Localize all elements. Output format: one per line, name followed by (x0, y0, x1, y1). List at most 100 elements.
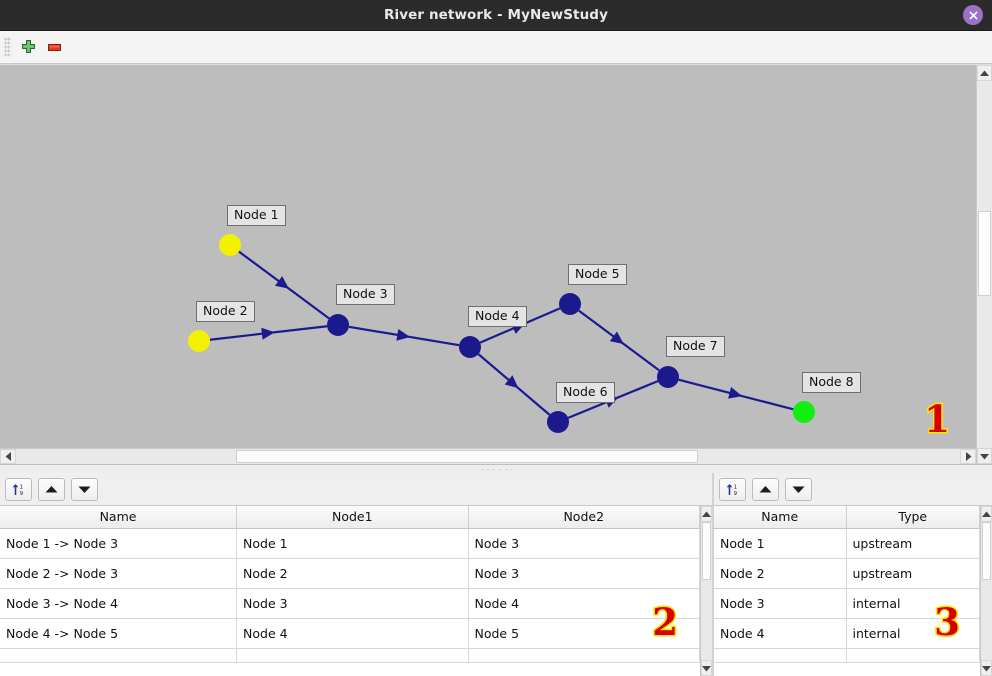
column-header[interactable]: Type (846, 506, 980, 529)
vertical-splitter[interactable] (712, 473, 714, 676)
graph-node[interactable] (547, 411, 569, 433)
scroll-down-arrow-icon[interactable] (977, 448, 992, 464)
graph-vertical-scrollbar[interactable] (976, 65, 992, 464)
table-cell-empty (236, 648, 469, 663)
graph-edge-arrow-icon (609, 331, 624, 345)
reaches-vscroll-thumb[interactable] (702, 522, 711, 580)
table-cell[interactable]: Node 1 (714, 528, 847, 559)
move-up-button[interactable] (752, 477, 779, 501)
svg-text:1: 1 (20, 484, 23, 490)
column-header[interactable]: Node2 (468, 506, 700, 529)
scroll-up-arrow-icon[interactable] (977, 65, 992, 81)
nodes-vscroll-thumb[interactable] (982, 522, 991, 580)
column-header[interactable]: Name (714, 506, 847, 529)
table-cell[interactable]: Node 4 (236, 618, 469, 649)
reaches-vertical-scrollbar[interactable] (700, 506, 712, 676)
graph-node-label[interactable]: Node 4 (468, 306, 527, 327)
table-cell[interactable]: Node 4 (714, 618, 847, 649)
window-title: River network - MyNewStudy (384, 7, 608, 23)
table-cell[interactable]: Node 3 -> Node 4 (0, 588, 238, 619)
scroll-up-arrow-icon[interactable] (701, 506, 712, 522)
table-cell[interactable]: Node 2 (714, 558, 847, 589)
graph-node-label[interactable]: Node 6 (556, 382, 615, 403)
graph-vscroll-track[interactable] (977, 81, 992, 448)
network-graph-canvas[interactable]: Node 1 Node 2 Node 3 Node 4 Node 5 Node 6 Node… (0, 65, 976, 448)
table-cell[interactable]: Node 5 (468, 618, 700, 649)
graph-node-label[interactable]: Node 1 (227, 205, 286, 226)
move-up-button[interactable] (38, 477, 65, 501)
table-cell[interactable]: Node 2 -> Node 3 (0, 558, 238, 589)
main-toolbar (0, 31, 992, 64)
graph-horizontal-scrollbar[interactable] (0, 448, 976, 464)
graph-node-label[interactable]: Node 3 (336, 284, 395, 305)
graph-node[interactable] (559, 293, 581, 315)
table-cell[interactable]: Node 3 (468, 558, 700, 589)
table-row-empty (0, 648, 700, 663)
graph-node-label[interactable]: Node 7 (666, 336, 725, 357)
horizontal-splitter[interactable] (0, 464, 992, 473)
nodes-vscroll-track[interactable] (981, 522, 992, 660)
table-cell[interactable]: internal (846, 588, 980, 619)
graph-hscroll-thumb[interactable] (236, 450, 698, 463)
table-cell[interactable]: internal (846, 618, 980, 649)
graph-node[interactable] (793, 401, 815, 423)
scroll-left-arrow-icon[interactable] (0, 449, 16, 464)
nodes-vertical-scrollbar[interactable] (980, 506, 992, 676)
table-cell[interactable]: Node 3 (468, 528, 700, 559)
table-cell[interactable]: Node 2 (236, 558, 469, 589)
close-icon[interactable] (963, 5, 983, 25)
scroll-up-arrow-icon[interactable] (981, 506, 992, 522)
table-cell[interactable]: Node 1 (236, 528, 469, 559)
table-cell-empty (0, 648, 238, 663)
add-node-button[interactable] (15, 34, 41, 60)
graph-node-label[interactable]: Node 2 (196, 301, 255, 322)
graph-hscroll-track[interactable] (16, 449, 960, 464)
graph-vscroll-thumb[interactable] (978, 211, 991, 296)
table-cell[interactable]: Node 3 (236, 588, 469, 619)
scroll-down-arrow-icon[interactable] (701, 660, 712, 676)
scroll-right-arrow-icon[interactable] (960, 449, 976, 464)
sort-ascending-icon[interactable]: 1 9 (719, 477, 746, 501)
table-cell[interactable]: Node 1 -> Node 3 (0, 528, 238, 559)
table-cell[interactable]: upstream (846, 558, 980, 589)
graph-node[interactable] (327, 314, 349, 336)
move-down-button[interactable] (785, 477, 812, 501)
sort-ascending-icon[interactable]: 1 9 (5, 477, 32, 501)
graph-nodes (188, 234, 815, 433)
graph-node[interactable] (219, 234, 241, 256)
table-cell[interactable]: Node 3 (714, 588, 847, 619)
reaches-vscroll-track[interactable] (701, 522, 712, 660)
table-cell[interactable]: Node 4 -> Node 5 (0, 618, 238, 649)
svg-text:9: 9 (734, 491, 738, 497)
reaches-toolbar: 1 9 (0, 473, 712, 505)
column-header[interactable]: Node1 (236, 506, 469, 529)
graph-node-label[interactable]: Node 5 (568, 264, 627, 285)
graph-node-label[interactable]: Node 8 (802, 372, 861, 393)
graph-node[interactable] (459, 336, 481, 358)
graph-node[interactable] (657, 366, 679, 388)
move-down-button[interactable] (71, 477, 98, 501)
network-graph-svg (188, 234, 815, 433)
column-header[interactable]: Name (0, 506, 238, 529)
graph-node[interactable] (188, 330, 210, 352)
scroll-down-arrow-icon[interactable] (981, 660, 992, 676)
table-cell[interactable]: upstream (846, 528, 980, 559)
remove-node-button[interactable] (41, 34, 67, 60)
toolbar-drag-handle[interactable] (4, 37, 11, 57)
table-cell[interactable]: Node 4 (468, 588, 700, 619)
